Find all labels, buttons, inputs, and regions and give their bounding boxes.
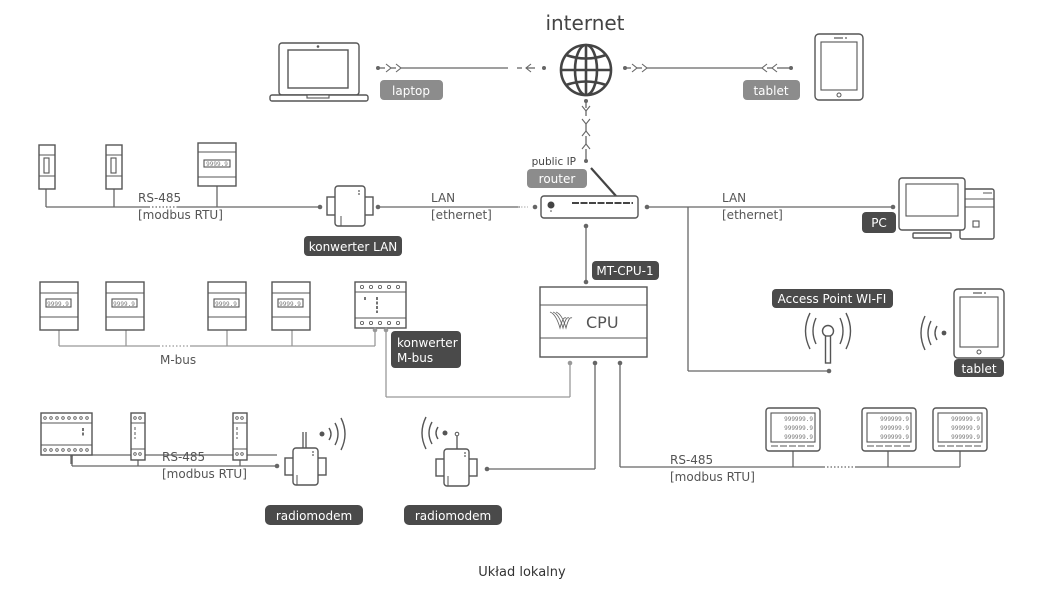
diagram-caption: Układ lokalny bbox=[478, 565, 566, 580]
svg-text:999999.9: 999999.9 bbox=[784, 434, 813, 441]
svg-text:999999.9: 999999.9 bbox=[784, 425, 813, 432]
radiomodem-center-label: radiomodem bbox=[404, 505, 502, 525]
rs485-bottom-left-label: RS-485 bbox=[162, 450, 205, 464]
laptop-icon bbox=[269, 42, 369, 102]
svg-text:router: router bbox=[539, 172, 576, 186]
mbus-converter-icon bbox=[354, 281, 407, 329]
tablet-internet-link bbox=[623, 63, 793, 73]
rs485-top-label: RS-485 bbox=[138, 191, 181, 205]
tablet-wifi-label: tablet bbox=[954, 359, 1004, 377]
tablet-icon bbox=[953, 288, 1005, 359]
energy-meter-icon: 9999.9 bbox=[197, 142, 237, 187]
pc-label: PC bbox=[862, 212, 896, 233]
energy-meter-icon: 9999.9 bbox=[271, 281, 311, 331]
svg-text:radiomodem: radiomodem bbox=[415, 509, 491, 523]
access-point-icon bbox=[804, 312, 852, 364]
svg-text:CPU: CPU bbox=[586, 313, 619, 332]
radiomodem-icon bbox=[435, 431, 478, 487]
svg-text:9999.9: 9999.9 bbox=[47, 301, 69, 308]
lan-right-link bbox=[647, 206, 893, 372]
din-module-narrow-icon bbox=[130, 412, 146, 461]
din-meter-narrow-icon bbox=[38, 144, 56, 190]
logo-icon bbox=[549, 311, 573, 330]
svg-text:M-bus: M-bus bbox=[397, 351, 433, 365]
konwerter-lan-label: konwerter LAN bbox=[304, 236, 402, 256]
svg-text:9999.9: 9999.9 bbox=[206, 161, 228, 168]
tablet-icon bbox=[814, 33, 864, 101]
din-module-narrow-icon bbox=[232, 412, 248, 461]
svg-text:radiomodem: radiomodem bbox=[276, 509, 352, 523]
cpu-module: CPU bbox=[539, 286, 648, 358]
radiomodem-icon bbox=[284, 432, 327, 486]
wifi-signal-icon bbox=[920, 315, 947, 351]
multi-meter-icon: 999999.9 999999.9 999999.9 bbox=[861, 407, 917, 452]
rs485-bottom-right-label: RS-485 bbox=[670, 453, 713, 467]
svg-text:9999.9: 9999.9 bbox=[113, 301, 135, 308]
laptop-internet-link bbox=[376, 63, 546, 73]
modbus-top-label: [modbus RTU] bbox=[138, 208, 223, 222]
public-ip-label: public IP bbox=[532, 156, 576, 168]
radiomodem-left-label: radiomodem bbox=[265, 505, 363, 525]
wifi-signal-icon bbox=[421, 416, 448, 450]
svg-text:laptop: laptop bbox=[392, 84, 430, 98]
svg-text:999999.9: 999999.9 bbox=[951, 416, 980, 423]
energy-meter-icon: 9999.9 bbox=[39, 281, 79, 331]
router-icon bbox=[540, 167, 639, 219]
tablet-top-label: tablet bbox=[743, 80, 800, 100]
din-module-icon bbox=[40, 412, 93, 456]
din-meter-narrow-icon bbox=[105, 144, 123, 190]
svg-text:tablet: tablet bbox=[753, 84, 788, 98]
energy-meter-icon: 9999.9 bbox=[105, 281, 145, 331]
lan-right-label: LAN bbox=[722, 191, 746, 205]
konwerter-mbus-label: konwerter M-bus bbox=[391, 331, 461, 368]
svg-text:konwerter: konwerter bbox=[397, 336, 458, 350]
svg-text:MT-CPU-1: MT-CPU-1 bbox=[596, 264, 653, 278]
rs485-top-bus bbox=[45, 186, 320, 208]
globe-icon bbox=[559, 43, 613, 97]
router-label: router bbox=[527, 169, 587, 188]
lan-converter-icon bbox=[326, 185, 374, 227]
svg-text:999999.9: 999999.9 bbox=[880, 425, 909, 432]
svg-text:PC: PC bbox=[871, 216, 887, 230]
svg-text:9999.9: 9999.9 bbox=[279, 301, 301, 308]
svg-text:Access Point WI-FI: Access Point WI-FI bbox=[778, 292, 887, 306]
modbus-bottom-left-label: [modbus RTU] bbox=[162, 467, 247, 481]
rs485-bottom-right-bus bbox=[619, 363, 961, 468]
multi-meter-icon: 999999.9 999999.9 999999.9 bbox=[765, 407, 821, 452]
mt-cpu-label: MT-CPU-1 bbox=[592, 261, 659, 280]
svg-text:9999.9: 9999.9 bbox=[215, 301, 237, 308]
internet-title: internet bbox=[545, 11, 624, 35]
svg-text:999999.9: 999999.9 bbox=[951, 425, 980, 432]
svg-text:999999.9: 999999.9 bbox=[784, 416, 813, 423]
svg-text:999999.9: 999999.9 bbox=[880, 434, 909, 441]
ethernet-left-label: [ethernet] bbox=[431, 208, 492, 222]
mbus-link bbox=[58, 330, 376, 347]
svg-text:tablet: tablet bbox=[961, 362, 996, 376]
access-point-label: Access Point WI-FI bbox=[772, 289, 893, 308]
lan-left-label: LAN bbox=[431, 191, 455, 205]
internet-router-link bbox=[581, 99, 591, 163]
laptop-label: laptop bbox=[380, 80, 443, 100]
modbus-bottom-right-label: [modbus RTU] bbox=[670, 470, 755, 484]
wifi-signal-icon bbox=[319, 417, 346, 451]
multi-meter-icon: 999999.9 999999.9 999999.9 bbox=[932, 407, 988, 452]
ethernet-right-label: [ethernet] bbox=[722, 208, 783, 222]
svg-text:konwerter LAN: konwerter LAN bbox=[309, 240, 398, 254]
svg-text:999999.9: 999999.9 bbox=[880, 416, 909, 423]
svg-text:999999.9: 999999.9 bbox=[951, 434, 980, 441]
energy-meter-icon: 9999.9 bbox=[207, 281, 247, 331]
mbus-label: M-bus bbox=[160, 353, 196, 367]
pc-icon bbox=[898, 177, 995, 240]
